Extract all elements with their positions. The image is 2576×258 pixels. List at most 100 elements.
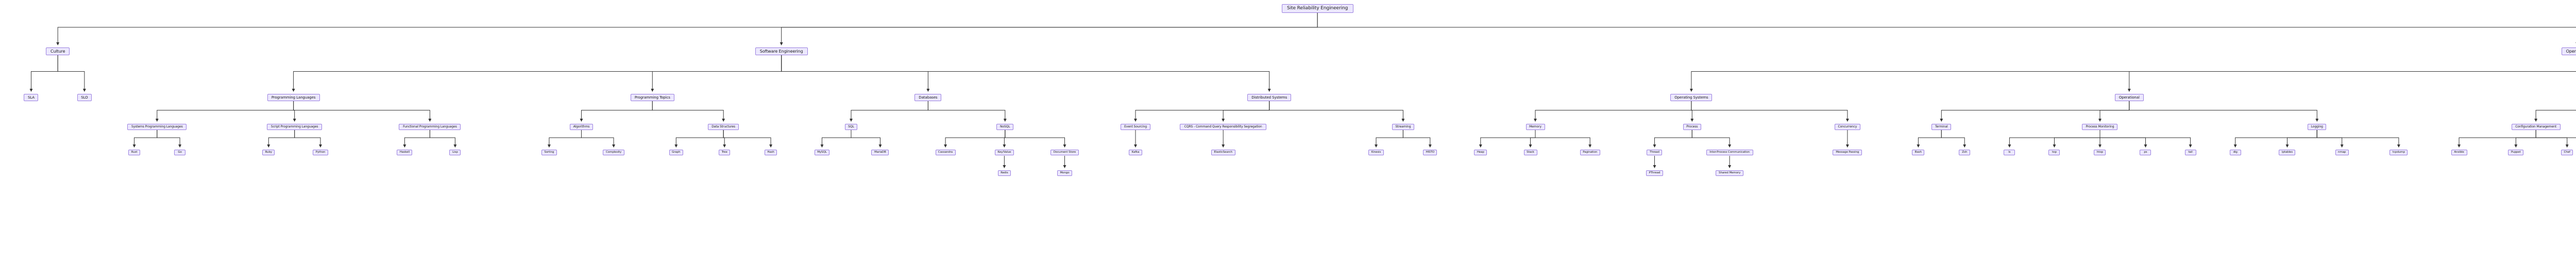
node-l4-iptables[interactable]: iptables xyxy=(2279,150,2296,155)
node-l4-pagination[interactable]: Pagination xyxy=(1580,150,1600,155)
node-l3-terminal[interactable]: Terminal xyxy=(1931,124,1952,130)
edge-l4-logging-to-l4-iptables xyxy=(2285,130,2317,148)
node-l4-tcpdump[interactable]: tcpdump xyxy=(2389,150,2408,155)
node-l4-dig[interactable]: dig xyxy=(2229,150,2241,155)
node-l2-slo[interactable]: SLO xyxy=(77,94,92,101)
edge-l3-nosql-to-l4-documentstore xyxy=(1005,130,1066,148)
node-l3-sql[interactable]: SQL xyxy=(844,124,857,130)
node-l4-mongo[interactable]: Mongo xyxy=(1057,170,1072,176)
node-l1-culture[interactable]: Culture xyxy=(46,47,70,55)
node-l1-software-engineering[interactable]: Software Engineering xyxy=(755,47,808,55)
node-l4-haskell[interactable]: Haskell xyxy=(397,150,413,155)
node-l4-sorting[interactable]: Sorting xyxy=(541,150,557,155)
node-l2-sla[interactable]: SLA xyxy=(24,94,39,101)
node-l3-process[interactable]: Process xyxy=(1683,124,1701,130)
node-l4-rust[interactable]: Rust xyxy=(128,150,141,155)
edge-l3-script-programming-languages-to-l4-ruby xyxy=(267,130,295,148)
edge-l3-data-structures-to-l4-graph xyxy=(674,130,724,148)
node-l4-logging[interactable]: Logging xyxy=(2308,124,2327,130)
node-l4-complexity[interactable]: Complexity xyxy=(603,150,625,155)
edge-l4-logging-to-l4-nmap xyxy=(2316,130,2344,148)
node-l4-go[interactable]: Go xyxy=(174,150,186,155)
node-l4-zsh[interactable]: Zsh xyxy=(1959,150,1971,155)
node-l4-shared-memory[interactable]: Shared Memory xyxy=(1716,170,1744,176)
node-l4-lisp[interactable]: Lisp xyxy=(449,150,461,155)
node-l1-operations[interactable]: Operations xyxy=(2562,47,2576,55)
edge-l4-logging-to-l4-dig xyxy=(2233,130,2317,148)
node-l3-systems-programming-languages[interactable]: Systems Programming Languages xyxy=(127,124,187,130)
edge-l3-functional-programming-languages-to-l4-lisp xyxy=(429,130,457,148)
edge-l3-memory-to-l4-stack xyxy=(1529,130,1536,148)
node-l4-thread[interactable]: Thread xyxy=(1647,150,1663,155)
node-l4-htop[interactable]: htop xyxy=(2094,150,2106,155)
edge-l3-process-to-l4-thread xyxy=(1653,130,1692,148)
node-l4-top[interactable]: top xyxy=(2048,150,2060,155)
node-l4-bash[interactable]: Bash xyxy=(1912,150,1925,155)
node-l4-histo[interactable]: HISTO xyxy=(1423,150,1437,155)
edge-l3-functional-programming-languages-to-l4-haskell xyxy=(403,130,430,148)
edge-l2-distributed-systems-to-l3-event-sourcing xyxy=(1134,101,1270,122)
node-l4-documentstore[interactable]: Document Store xyxy=(1050,150,1079,155)
node-l3-functional-programming-languages[interactable]: Functional Programming Languages xyxy=(399,124,461,130)
node-l4-ansible[interactable]: Ansible xyxy=(2451,150,2467,155)
edge-l1-operations-to-l2-operational xyxy=(2127,71,2576,92)
node-l4-puppet[interactable]: Puppet xyxy=(2508,150,2524,155)
node-l2-operational[interactable]: Operational xyxy=(2114,94,2144,101)
node-l3-concurrency[interactable]: Concurrency xyxy=(1834,124,1860,130)
edge-root-to-l1-culture xyxy=(56,13,1318,45)
node-l3-memory[interactable]: Memory xyxy=(1526,124,1545,130)
node-l4-tail[interactable]: tail xyxy=(2184,150,2196,155)
edge-l3-sql-to-l4-mysql xyxy=(820,130,852,148)
node-l4-chef[interactable]: Chef xyxy=(2561,150,2573,155)
node-l4-kinesis[interactable]: Kinesis xyxy=(1368,150,1384,155)
edge-l3-systems-programming-languages-to-l4-go xyxy=(157,130,182,148)
node-l4-message-passing[interactable]: Message Passing xyxy=(1833,150,1862,155)
node-l3-streaming[interactable]: Streaming xyxy=(1392,124,1414,130)
node-l3-data-structures[interactable]: Data Structures xyxy=(708,124,739,130)
edge-l3-memory-to-l4-heap xyxy=(1479,130,1536,148)
node-l4-redis[interactable]: Redis xyxy=(997,170,1011,176)
node-l4-process-monitoring[interactable]: Process Monitoring xyxy=(2082,124,2118,130)
edge-l1-software-engineering-to-l2-programming-languages xyxy=(292,55,782,92)
node-l3-nosql[interactable]: NoSQL xyxy=(996,124,1014,130)
node-l4-nmap[interactable]: nmap xyxy=(2335,150,2349,155)
node-l2-programming-languages[interactable]: Programming Languages xyxy=(267,94,320,101)
node-l3-cqrs[interactable]: CQRS - Command Query Responsibility Segr… xyxy=(1180,124,1267,130)
node-root[interactable]: Site Reliability Engineering xyxy=(1281,4,1353,13)
node-l2-databases[interactable]: Databases xyxy=(914,94,942,101)
node-l4-python[interactable]: Python xyxy=(313,150,329,155)
node-l4-kafka[interactable]: Kafka xyxy=(1129,150,1143,155)
node-l4-cassandra[interactable]: Cassandra xyxy=(935,150,956,155)
edge-l4-process-monitoring-to-l4-tail xyxy=(2099,130,2192,148)
node-l4-graph[interactable]: Graph xyxy=(669,150,683,155)
node-l3-event-sourcing[interactable]: Event Sourcing xyxy=(1121,124,1151,130)
node-l2-programming-topics[interactable]: Programming Topics xyxy=(630,94,674,101)
node-l2-distributed-systems[interactable]: Distributed Systems xyxy=(1247,94,1292,101)
node-l3-algorithms[interactable]: Algorithms xyxy=(569,124,593,130)
node-l4-ruby[interactable]: Ruby xyxy=(262,150,275,155)
node-l4-stack[interactable]: Stack xyxy=(1523,150,1537,155)
edge-l2-programming-topics-to-l3-data-structures xyxy=(652,101,725,122)
node-l4-mariadb[interactable]: MariaDB xyxy=(871,150,889,155)
node-l3-configuration-management[interactable]: Configuration Management xyxy=(2511,124,2561,130)
node-l4-ps[interactable]: ps xyxy=(2140,150,2151,155)
node-l4-pthread[interactable]: PThread xyxy=(1646,170,1663,176)
edge-l3-sql-to-l4-mariadb xyxy=(851,130,882,148)
node-l4-elasticsearch[interactable]: ElasticSearch xyxy=(1211,150,1235,155)
edge-l3-algorithms-to-l4-complexity xyxy=(581,130,616,148)
node-l2-operating-systems[interactable]: Operating Systems xyxy=(1670,94,1713,101)
node-l4-ls[interactable]: ls xyxy=(2004,150,2015,155)
edge-l3-configuration-management-to-l4-ansible xyxy=(2458,130,2536,148)
node-l4-tree[interactable]: Tree xyxy=(719,150,731,155)
edge-l3-terminal-to-l4-zsh xyxy=(1941,130,1967,148)
edge-l3-configuration-management-to-l4-puppet xyxy=(2514,130,2536,148)
edge-l3-data-structures-to-l4-hash xyxy=(723,130,773,148)
node-l4-hash[interactable]: Hash xyxy=(765,150,777,155)
edge-l3-streaming-to-l4-kinesis xyxy=(1375,130,1403,148)
node-l3-script-programming-languages[interactable]: Script Programming Languages xyxy=(267,124,323,130)
node-l4-heap[interactable]: Heap xyxy=(1474,150,1487,155)
edge-l4-process-monitoring-to-l4-top xyxy=(2053,130,2100,148)
node-l4-mysql[interactable]: MySQL xyxy=(814,150,829,155)
node-l4-ipc[interactable]: Inter-Process Communication xyxy=(1706,150,1753,155)
node-l4-keyvalue[interactable]: Key/Value xyxy=(994,150,1014,155)
